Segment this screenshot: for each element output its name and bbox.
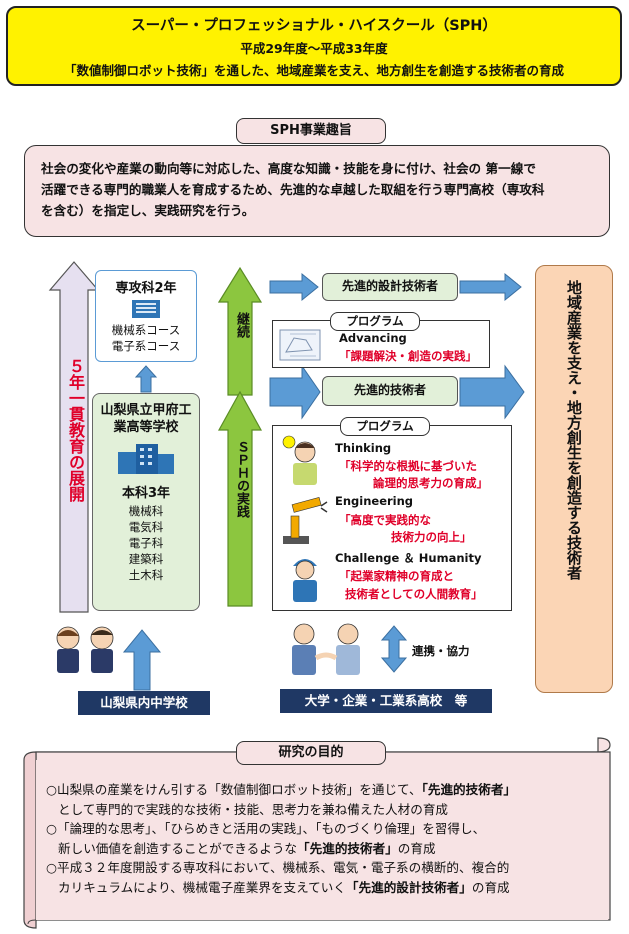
regional-engineer-label: 地域産業を支え・地方創生を創造する技術者: [565, 280, 583, 580]
school-box: 山梨県立甲府工業高等学校 本科3年 機械科 電気科 電子科 建築科 土木科: [92, 393, 200, 611]
dept-mechanical: 機械科: [128, 504, 164, 518]
left-up-arrow: [48, 261, 100, 613]
thinking-detail-2: 論理的思考力の育成」: [373, 476, 488, 490]
partners-label: 大学・企業・工業系高校 等: [280, 689, 492, 713]
thinking-name: Thinking: [335, 441, 392, 455]
middle-school-label: 山梨県内中学校: [78, 691, 210, 715]
to-design-arrow-right: [459, 272, 522, 302]
research-item-2-line2-text: 新しい価値を創造することができるような: [58, 840, 298, 856]
research-item-3-line2-suffix: の育成: [471, 879, 510, 895]
engineering-detail-1: 「高度で実践的な: [339, 513, 431, 527]
worker-icon: [293, 559, 317, 602]
challenge-detail-1: 「起業家精神の育成と: [339, 569, 454, 583]
challenge-detail-2: 技術者としての人間教育」: [345, 587, 483, 601]
design-engineer-box: 先進的設計技術者: [322, 273, 458, 301]
sph-arrow: [217, 390, 263, 607]
research-item-1-text: ○山梨県の産業をけん引する「数値制御ロボット技術」を通じて、: [46, 782, 422, 797]
purpose-line-1: 社会の変化や産業の動向等に対応した、高度な知識・技能を身に付け、社会の 第一線で: [41, 161, 536, 176]
research-heading: 研究の目的: [236, 741, 386, 765]
research-item-3-line2-bold: 「先進的設計技術者」: [345, 879, 472, 895]
senkoka-box: 専攻科2年 機械系コース 電子系コース: [95, 270, 197, 362]
program1-label: プログラム: [330, 312, 420, 331]
senkoka-title: 専攻科2年: [115, 281, 177, 296]
honka-title: 本科3年: [121, 486, 171, 501]
research-item-3: ○平成３２年度開設する専攻科において、機械系、電気・電子系の横断的、複合的: [46, 860, 510, 875]
research-item-2: ○「論理的な思考」、「ひらめきと活用の実践」、「ものづくり倫理」を習得し、: [46, 821, 486, 836]
to-advanced-arrow-right: [459, 364, 525, 420]
dept-civil: 土木科: [128, 568, 164, 582]
robot-arm-icon: [283, 497, 328, 544]
middle-school-up-arrow: [122, 629, 162, 691]
thinking-person-icon: [282, 435, 317, 485]
thinking-detail-1: 「科学的な根拠に基づいた: [339, 459, 477, 473]
research-item-2-line2: 新しい価値を創造することができるような「先進的技術者」の育成: [46, 839, 600, 859]
program2-label: プログラム: [340, 417, 430, 436]
subtitle: 「数値制御ロボット技術」を通した、地域産業を支え、地方創生を創造する技術者の育成: [63, 63, 564, 78]
handshake-illustration: [292, 623, 360, 675]
purpose-heading: SPH事業趣旨: [236, 118, 386, 144]
dept-architecture: 建築科: [128, 552, 164, 566]
school-building-icon: [118, 444, 174, 474]
research-item-1: ○山梨県の産業をけん引する「数値制御ロボット技術」を通じて、「先進的技術者」: [46, 780, 600, 800]
five-year-label: ５年一貫教育の展開: [66, 358, 85, 502]
research-item-1-bold: 「先進的技術者」: [421, 782, 517, 797]
research-item-1-line2: として専門的で実践的な技術・技能、思考力を兼ね備えた人材の育成: [58, 801, 449, 817]
program2-box: Thinking 「科学的な根拠に基づいた 論理的思考力の育成」 Enginee…: [272, 425, 512, 611]
period: 平成29年度～平成33年度: [240, 41, 388, 56]
research-body: ○山梨県の産業をけん引する「数値制御ロボット技術」を通じて、「先進的技術者」 と…: [36, 760, 608, 920]
dept-electronic: 電子科: [128, 536, 164, 550]
students-illustration: [56, 626, 114, 673]
school-name: 山梨県立甲府工業高等学校: [100, 403, 192, 435]
research-item-3-line2: カリキュラムにより、機械電子産業界を支えていく「先進的設計技術者」の育成: [46, 878, 600, 898]
course-mechanical: 機械系コース: [111, 323, 181, 337]
to-design-arrow-left: [269, 272, 319, 302]
program1-name: Advancing: [339, 331, 407, 345]
purpose-box: 社会の変化や産業の動向等に対応した、高度な知識・技能を身に付け、社会の 第一線で…: [24, 145, 610, 237]
dept-electrical: 電気科: [128, 520, 164, 534]
engineering-detail-2: 技術力の向上」: [391, 530, 472, 544]
to-advanced-arrow-left: [269, 364, 321, 420]
cooperation-double-arrow: [380, 625, 408, 673]
regional-engineer-box: 地域産業を支え・地方創生を創造する技術者: [535, 265, 613, 693]
course-electronic: 電子系コース: [111, 339, 181, 353]
engineering-name: Engineering: [335, 494, 414, 508]
program1-detail: 「課題解決・創造の実践」: [339, 349, 477, 363]
challenge-name: Challenge ＆ Humanity: [335, 551, 482, 565]
blueprint-icon: [279, 329, 321, 361]
building-icon: [132, 300, 160, 318]
title-banner: スーパー・プロフェッショナル・ハイスクール（SPH） 平成29年度～平成33年度…: [6, 6, 622, 86]
research-item-2-line2-suffix: の育成: [397, 840, 436, 856]
main-title: スーパー・プロフェッショナル・ハイスクール（SPH）: [131, 18, 497, 34]
keizoku-label: 継続: [234, 312, 249, 338]
sph-label: ＳＰＨの実践: [234, 440, 249, 518]
purpose-line-3: を含む）を指定し、実践研究を行う。: [41, 203, 255, 218]
research-item-2-line2-bold: 「先進的技術者」: [297, 840, 398, 856]
keizoku-arrow: [217, 266, 263, 396]
research-item-3-line2-text: カリキュラムにより、機械電子産業界を支えていく: [58, 879, 346, 895]
school-to-senkoka-arrow: [134, 365, 158, 393]
purpose-line-2: 活躍できる専門的職業人を育成するため、先進的な卓越した取組を行う専門高校（専攻科: [41, 182, 545, 197]
cooperation-label: 連携・協力: [412, 644, 470, 658]
advanced-engineer-box: 先進的技術者: [322, 376, 458, 406]
department-list: 機械科 電気科 電子科 建築科 土木科: [93, 503, 199, 583]
